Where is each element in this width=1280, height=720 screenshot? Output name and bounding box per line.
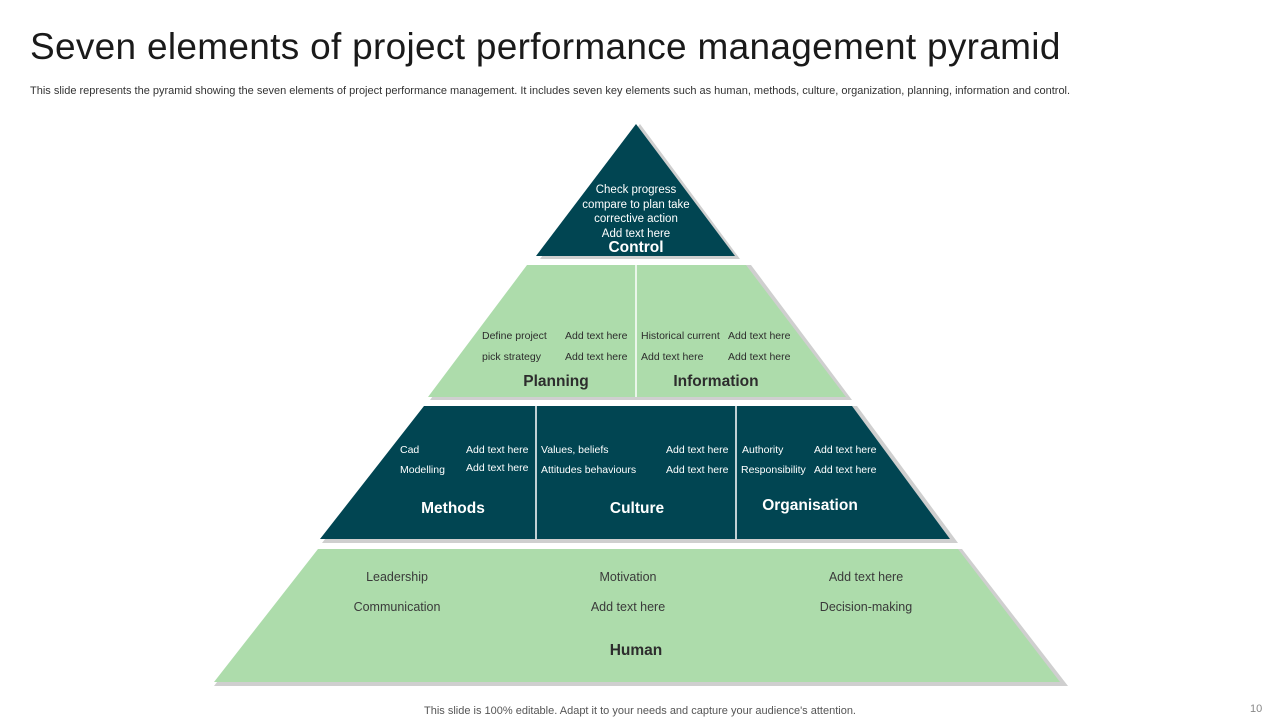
information-item: Add text here xyxy=(641,351,704,363)
culture-item: Values, beliefs xyxy=(541,444,609,456)
control-line: Check progress xyxy=(595,184,677,196)
information-item: Add text here xyxy=(728,330,791,342)
human-item: Communication xyxy=(353,600,441,614)
information-label: Information xyxy=(673,373,759,390)
organisation-item: Responsibility xyxy=(741,464,806,476)
tier-control xyxy=(536,124,735,256)
culture-label: Culture xyxy=(609,500,665,517)
slide-footer: This slide is 100% editable. Adapt it to… xyxy=(424,705,856,717)
culture-item: Attitudes behaviours xyxy=(541,464,637,476)
tier-planning xyxy=(428,265,846,397)
planning-item: Define project xyxy=(482,330,547,342)
organisation-item: Authority xyxy=(742,444,784,456)
methods-item: Modelling xyxy=(400,464,445,476)
methods-item: Cad xyxy=(400,444,420,456)
human-item: Decision-making xyxy=(819,600,913,614)
organisation-item: Add text here xyxy=(814,444,877,456)
planning-item: Add text here xyxy=(565,330,628,342)
information-item: Historical current xyxy=(641,330,720,342)
organisation-label: Organisation xyxy=(762,497,858,514)
human-item: Motivation xyxy=(599,570,657,584)
slide-subtitle: This slide represents the pyramid showin… xyxy=(30,85,1071,97)
control-line: compare to plan take xyxy=(582,198,690,211)
tier-human xyxy=(214,549,1060,682)
planning-label: Planning xyxy=(523,373,589,390)
methods-item: Add text here xyxy=(466,444,529,456)
planning-item: Add text here xyxy=(565,351,628,363)
page-number: 10 xyxy=(1250,703,1263,715)
planning-item: pick strategy xyxy=(482,351,541,363)
culture-item: Add text here xyxy=(666,444,729,456)
slide-title: Seven elements of project performance ma… xyxy=(30,26,1061,67)
human-label: Human xyxy=(609,642,663,659)
information-item: Add text here xyxy=(728,351,791,363)
control-line: corrective action xyxy=(594,213,678,225)
control-description: Check progress compare to plan take corr… xyxy=(582,183,689,241)
control-label: Control xyxy=(608,239,664,256)
human-item: Add text here xyxy=(590,600,666,614)
culture-item: Add text here xyxy=(666,464,729,476)
control-line: Add text here xyxy=(601,227,671,240)
methods-item: Add text here xyxy=(466,462,529,474)
human-item: Add text here xyxy=(828,570,904,584)
organisation-item: Add text here xyxy=(814,464,877,476)
methods-label: Methods xyxy=(421,500,485,517)
human-item: Leadership xyxy=(366,570,428,584)
tier-methods xyxy=(320,406,950,539)
